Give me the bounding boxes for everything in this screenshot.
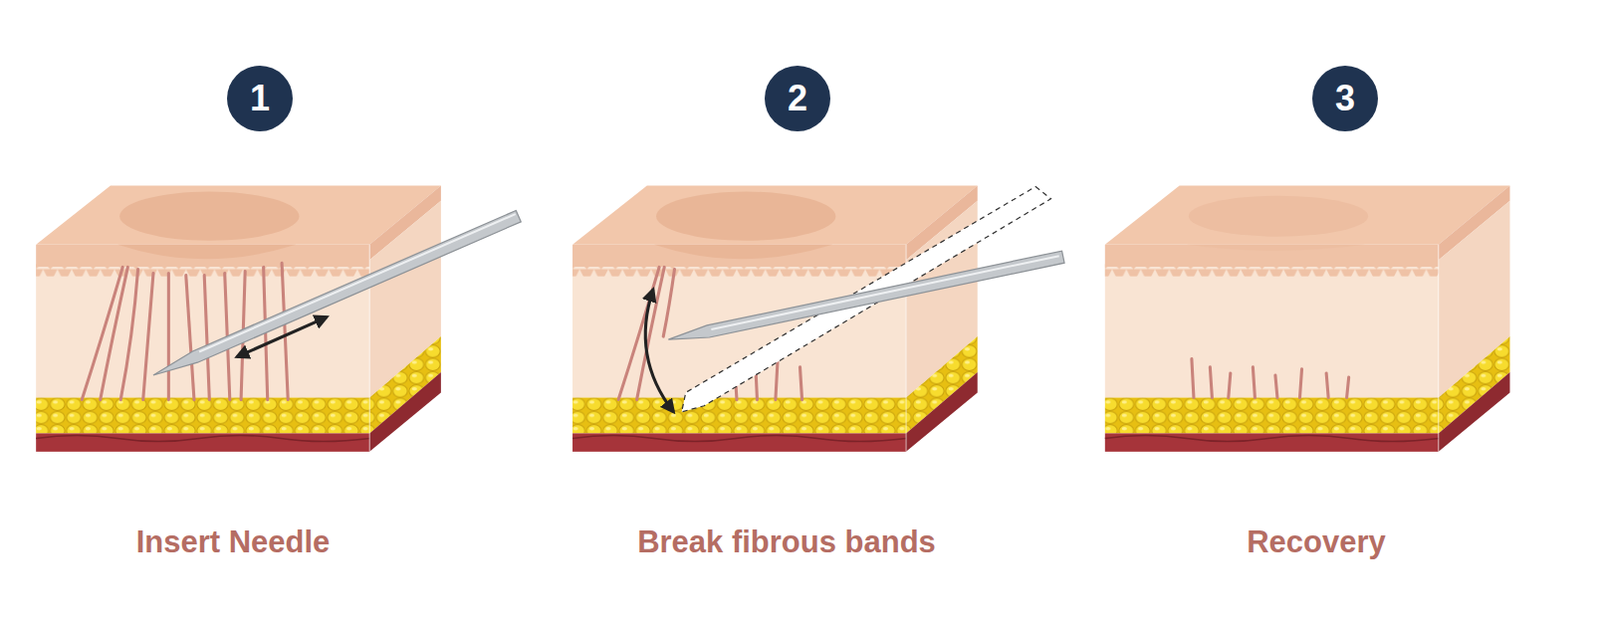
step-label: Break fibrous bands <box>637 523 936 561</box>
step-number-circle: 3 <box>1312 65 1378 132</box>
step-number-circle: 1 <box>227 65 293 132</box>
step-number: 3 <box>1335 80 1356 117</box>
step-number-circle: 2 <box>764 65 831 132</box>
step-label: Insert Needle <box>136 523 331 561</box>
step-number: 2 <box>787 80 808 117</box>
step-number: 1 <box>249 80 270 117</box>
step-label: Recovery <box>1246 523 1386 561</box>
